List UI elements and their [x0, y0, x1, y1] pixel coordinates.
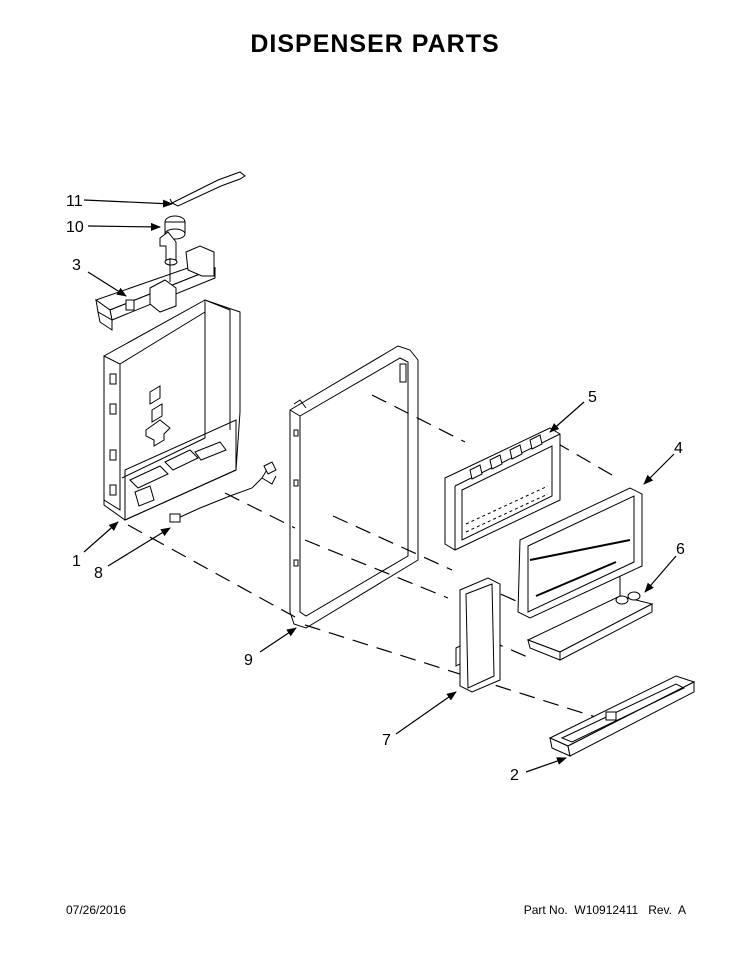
dispenser-housing-part-1: [104, 300, 240, 520]
display-panel-part-4: [518, 488, 642, 618]
footer-date: 07/26/2016: [66, 903, 127, 917]
callout-labels: 11 10 3 5 4 6 1 8 9 7 2: [66, 193, 685, 784]
footer-part-number: Part No. W10912411 Rev. A: [523, 903, 686, 917]
callout-10: 10: [66, 219, 84, 236]
water-fitting-part-10: [160, 216, 185, 265]
callout-leaders: [83, 199, 677, 773]
top-bracket-part-3: [96, 246, 215, 330]
callout-7: 7: [382, 732, 391, 749]
switch-bracket-part-6: [528, 576, 652, 660]
callout-4: 4: [674, 440, 683, 457]
wire-harness-part-8: [170, 462, 276, 522]
callout-5: 5: [588, 389, 597, 406]
pad-part-7: [456, 578, 500, 692]
callout-2: 2: [510, 767, 519, 784]
callout-8: 8: [94, 565, 103, 582]
control-module-part-5: [445, 428, 560, 550]
callout-3: 3: [72, 257, 81, 274]
frame-part-9: [290, 346, 418, 628]
callout-6: 6: [676, 541, 685, 558]
callout-1: 1: [72, 553, 81, 570]
page-title: DISPENSER PARTS: [250, 30, 500, 58]
callout-9: 9: [244, 652, 253, 669]
wire-bracket-part-11: [170, 172, 245, 206]
callout-11: 11: [66, 193, 83, 210]
drip-tray-part-2: [550, 676, 694, 756]
